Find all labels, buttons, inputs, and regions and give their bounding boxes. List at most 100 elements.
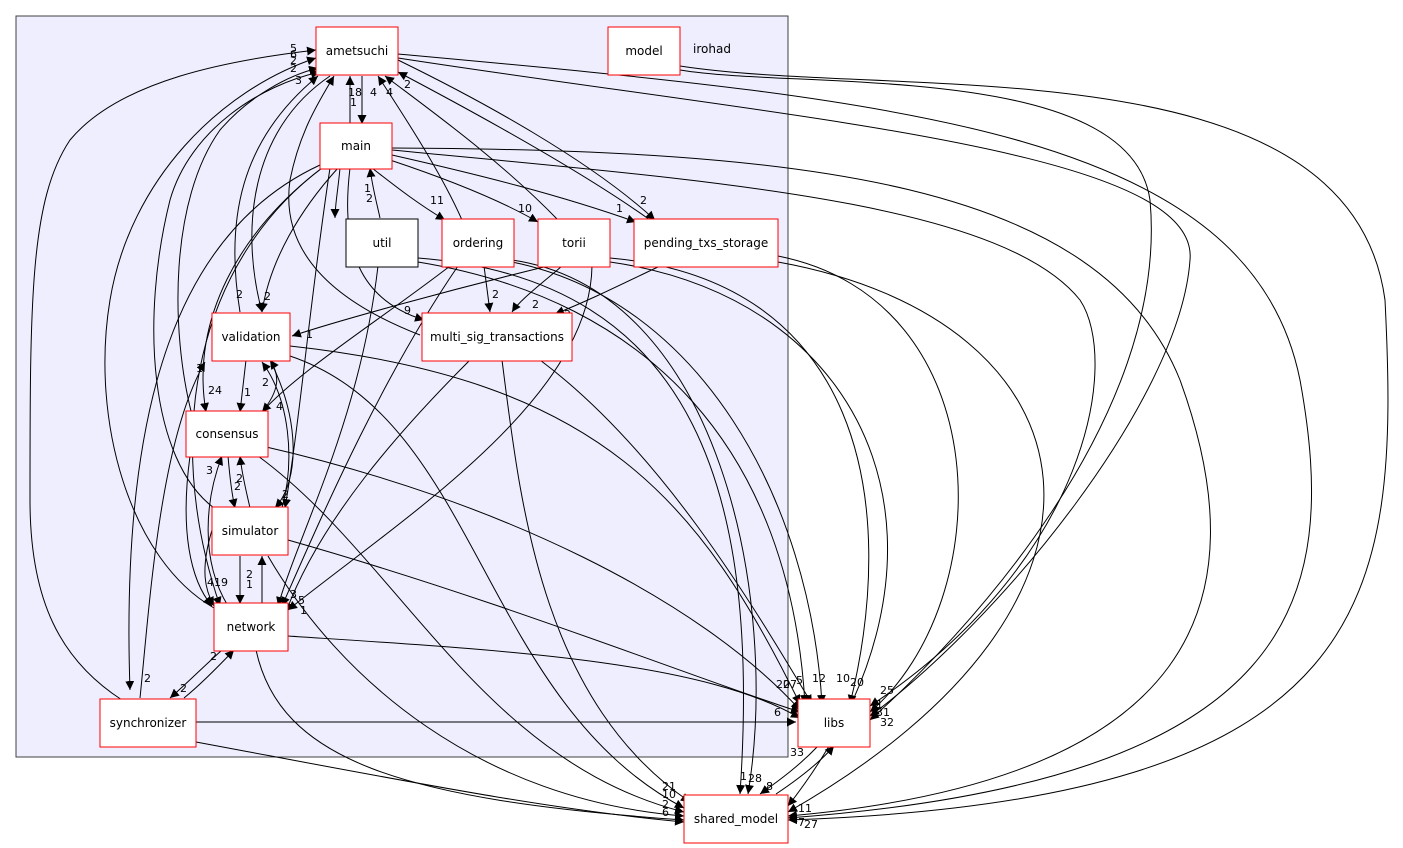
edge-main-simulator [282,167,331,509]
edge-labels: 18 1 4 4 2 3 5 6 2 2 2 1 11 10 1 2 2 2 9… [144,42,894,831]
edge-label: 7 [798,816,805,829]
edge-pending-ametsuchi [397,71,651,221]
edge-label: 9 [404,304,411,317]
edge-consensus-shared [257,455,685,815]
edge-label: 1 [196,362,203,375]
edge-label: 2 [234,480,241,493]
edge-label: 10 [836,672,850,685]
node-ametsuchi[interactable]: ametsuchi [315,26,399,76]
edge-ordering-msig [483,265,494,313]
node-util[interactable]: util [345,218,419,268]
edge-label: 1 [740,770,747,783]
edge-label: 10 [662,788,676,801]
edge-validation-simulator [269,359,294,509]
edge-label: 2 [210,650,217,663]
edge-label: 4 [386,86,393,99]
edge-synchronizer-network [183,649,235,699]
node-label: pending_txs_storage [644,236,768,250]
edges [29,46,1389,826]
edge-torii-network [287,265,593,611]
node-ordering[interactable]: ordering [441,218,515,268]
node-label: libs [824,716,845,730]
edge-label: 2 [264,290,271,303]
edge-msig-ametsuchi [288,75,421,336]
edge-label: 1 [616,202,623,215]
edge-simulator-network-side [204,529,215,607]
edge-simulator-shared [267,555,685,820]
node-label: main [341,139,371,153]
node-box [607,26,681,76]
edge-ametsuchi-shared [397,53,1312,822]
edge-consensus-libs [261,445,801,711]
edge-main-shared [391,147,1211,820]
edge-ordering-shared [511,259,757,795]
edge-main-pending [391,154,637,224]
edge-consensus-ametsuchi [177,65,319,416]
edge-ametsuchi-libs [397,57,1191,717]
edge-model-libs [679,69,1152,721]
node-label: torii [562,236,586,250]
edge-libs-shared [759,745,819,795]
node-network[interactable]: network [213,602,289,652]
node-synchronizer[interactable]: synchronizer [99,698,197,748]
node-box [537,218,611,268]
edge-label: 27 [783,678,797,691]
node-torii[interactable]: torii [537,218,611,268]
edge-ametsuchi-validation [251,75,331,313]
edge-label: 1 [300,604,307,617]
edge-label: 6 [290,48,297,61]
edge-label: 5 [796,674,803,687]
edge-label: 32 [880,716,894,729]
edge-pending-msig [554,265,661,315]
edge-shared-libs [775,745,835,795]
edge-label: 5 [298,594,305,607]
node-box [213,602,289,652]
edge-label: 4 [276,400,283,413]
edge-label: 2 [282,488,289,501]
node-label: simulator [222,524,279,538]
node-label: model [625,44,662,58]
node-multi-sig-transactions[interactable]: multi_sig_transactions [421,312,573,362]
node-validation[interactable]: validation [211,312,291,362]
node-box [421,312,573,362]
nodes: ametsuchi model main util ordering torii… [99,26,871,844]
edge-label: 28 [748,772,762,785]
edge-label: 25 [880,684,894,697]
edge-network-consensus [207,455,229,607]
node-label: shared_model [694,812,778,826]
edge-label: 1 [306,328,313,341]
edge-main-util [330,167,341,219]
edge-ordering-libs [511,261,826,705]
node-box [797,698,871,748]
edge-simulator-libs [287,539,801,714]
edge-label: 2 [262,376,269,389]
edge-network-synchronizer [169,649,223,699]
edge-ametsuchi-pending [397,59,656,221]
edge-validation-shared [289,355,685,809]
edge-label: 31 [876,706,890,719]
node-shared-model[interactable]: shared_model [683,794,789,844]
node-pending-txs-storage[interactable]: pending_txs_storage [633,218,779,268]
edge-pending-shared [777,261,1045,813]
edge-ordering-ametsuchi [377,75,463,221]
cluster-label: irohad [693,42,731,56]
edge-synchronizer-shared [195,741,685,826]
edge-label: 20 [850,676,864,689]
node-box [345,218,419,268]
edge-main-libs [391,149,1096,707]
edge-label: 19 [214,576,228,589]
edge-label: 27 [804,818,818,831]
node-libs[interactable]: libs [797,698,871,748]
node-label: multi_sig_transactions [430,330,564,344]
node-simulator[interactable]: simulator [211,506,289,556]
edge-label: 2 [404,78,411,91]
node-consensus[interactable]: consensus [185,410,269,458]
edge-synchronizer-validation [139,361,206,699]
node-model[interactable]: model [607,26,681,76]
node-main[interactable]: main [319,122,393,170]
edge-simulator-ametsuchi [153,69,321,509]
edge-consensus-simulator [227,455,238,509]
edge-torii-libs [609,257,870,705]
edge-label: 2 [492,288,499,301]
edge-label: 8 [766,780,773,793]
